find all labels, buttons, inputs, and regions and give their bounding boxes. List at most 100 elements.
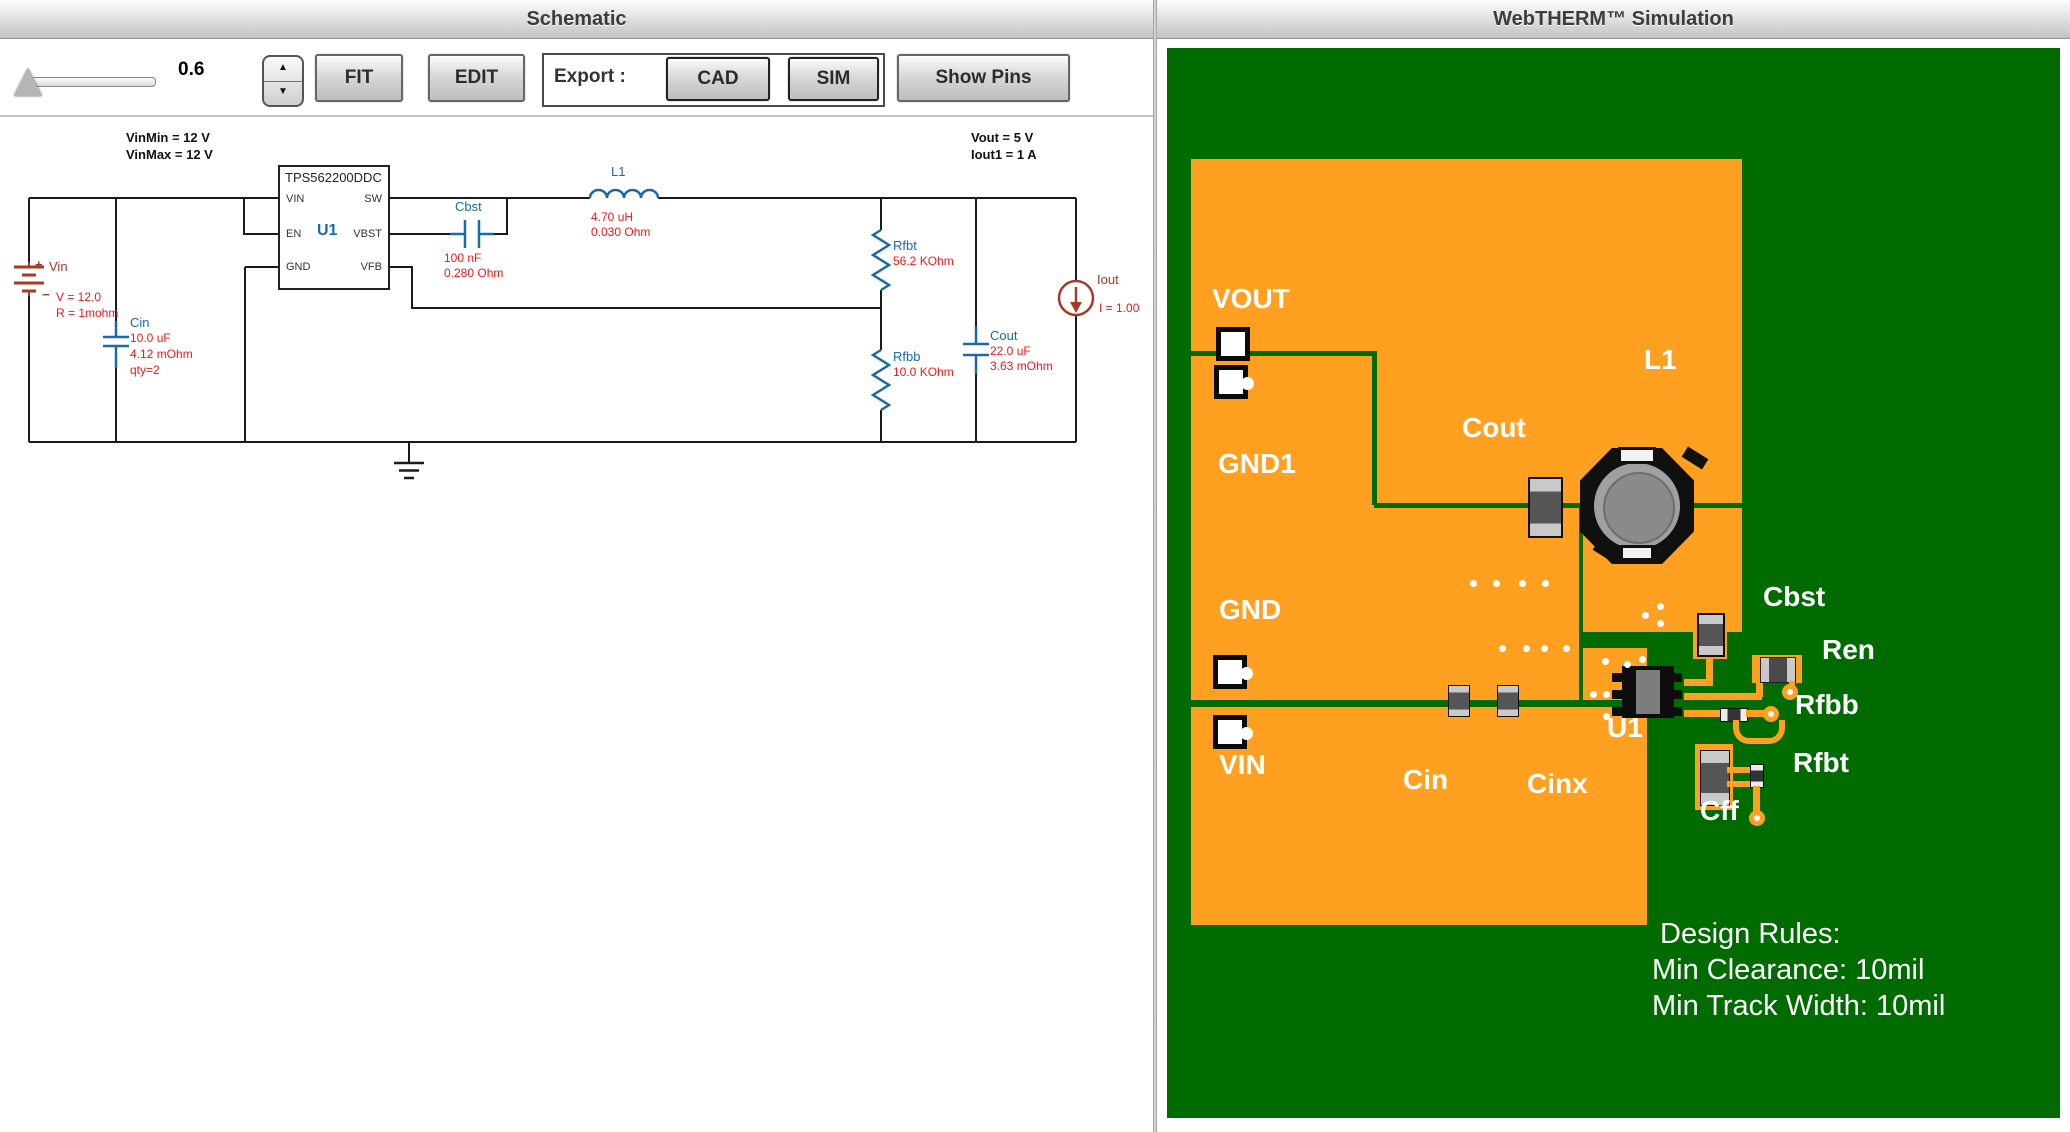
fit-button[interactable]: FIT [315, 54, 403, 102]
l1-name: L1 [611, 164, 626, 179]
schematic-panel-title: Schematic [0, 0, 1153, 39]
pcb-label-gnd: GND [1219, 594, 1282, 625]
u1-part-number: TPS562200DDC [285, 170, 382, 185]
via-dot [1624, 661, 1631, 668]
vin-plus-sign: + [35, 257, 43, 272]
l1-inductor-core [1603, 472, 1675, 544]
pad-drill-bump [1240, 667, 1253, 680]
u1-pin-vbst: VBST [353, 228, 382, 240]
l1-inductance: 4.70 uH [591, 210, 634, 224]
pcb-label-gnd1: GND1 [1218, 448, 1296, 479]
via-dot [1657, 620, 1664, 627]
rfbb-resistance: 10.0 KOhm [893, 365, 954, 379]
u1-pin [1612, 707, 1624, 716]
via-dot [1541, 645, 1548, 652]
webtherm-panel: WebTHERM™ Simulation [1157, 0, 2070, 1132]
via-dot [1519, 580, 1526, 587]
u1-pin-en: EN [286, 228, 302, 240]
u1-refdes: U1 [317, 222, 338, 239]
gnd1-channel [1191, 351, 1377, 356]
via-dot [1523, 645, 1530, 652]
pcb-label-l1: L1 [1644, 344, 1677, 375]
show-pins-button[interactable]: Show Pins [897, 54, 1070, 102]
rfbt-resistance: 56.2 KOhm [893, 254, 954, 268]
via-dot [1493, 580, 1500, 587]
gnd1-channel-vertical [1372, 351, 1377, 505]
copper-pour-vin [1191, 707, 1647, 925]
stepper-up-icon[interactable]: ▲ [264, 57, 302, 82]
cff-component [1700, 750, 1730, 806]
pcb-label-u1: U1 [1607, 712, 1643, 743]
trace-ren-v [1756, 681, 1763, 697]
via-dot [1602, 658, 1609, 665]
sw-channel [1579, 505, 1583, 648]
iout-current: I = 1.00 [1099, 301, 1140, 315]
ren-component [1760, 657, 1796, 683]
zoom-slider-thumb[interactable] [14, 68, 42, 96]
pcb-label-cout: Cout [1462, 412, 1526, 443]
vin-resistance: R = 1mohm [56, 306, 119, 320]
vin-voltage: V = 12.0 [56, 290, 102, 304]
via-dot [1642, 612, 1649, 619]
cbst-capacitance: 100 nF [444, 251, 482, 265]
cin-capacitance: 10.0 uF [130, 331, 171, 345]
pcb-label-ren: Ren [1822, 634, 1875, 665]
trace-cbst [1684, 679, 1713, 686]
pcb-label-cinx: Cinx [1527, 768, 1588, 799]
stepper-down-icon[interactable]: ▼ [278, 86, 288, 97]
u1-pin-sw: SW [364, 193, 382, 205]
edit-button[interactable]: EDIT [428, 54, 525, 102]
pcb-pad-vin [1213, 715, 1253, 749]
vin-minus-sign: − [42, 287, 50, 302]
webtherm-panel-title: WebTHERM™ Simulation [1157, 0, 2070, 39]
rfbt-component [1750, 764, 1764, 788]
pcb-label-rfbb: Rfbb [1795, 689, 1859, 720]
trace-cbst-v [1706, 654, 1713, 682]
u1-pin [1670, 707, 1682, 716]
u1-ic-symbol[interactable]: TPS562200DDC VIN EN GND SW VBST VFB U1 [278, 165, 390, 290]
trace-rfbt-top [1727, 767, 1751, 773]
pcb-label-cin: Cin [1403, 764, 1449, 795]
trace-rfbt-bottom [1727, 781, 1751, 787]
trace-ren [1684, 693, 1762, 700]
u1-pin-gnd: GND [286, 261, 311, 273]
pcb-label-cbst: Cbst [1763, 581, 1826, 612]
via-dot [1563, 645, 1570, 652]
annotation-vinmin: VinMin = 12 V [126, 130, 210, 145]
export-sim-button[interactable]: SIM [788, 57, 879, 101]
trace-rfbb-left [1684, 710, 1722, 717]
zoom-stepper: ▲ ▼ [262, 55, 304, 107]
via-dot [1603, 691, 1610, 698]
via-dot [1470, 580, 1477, 587]
via-dot [1639, 656, 1646, 663]
copper-pour-gnd [1191, 505, 1579, 700]
via-dot [1542, 580, 1549, 587]
rfbb-round-pad [1763, 706, 1779, 722]
pcb-label-vin: VIN [1219, 749, 1266, 780]
via-dot [1590, 691, 1597, 698]
schematic-canvas[interactable] [0, 117, 1153, 1132]
pcb-board[interactable]: VOUT GND1 Cout L1 GND VIN Cin Cinx U1 Cb… [1167, 48, 2060, 1118]
pcb-pad-gnd1 [1214, 365, 1254, 399]
cout-esr: 3.63 mOhm [990, 359, 1053, 373]
rfbb-name: Rfbb [893, 349, 921, 364]
panel-divider[interactable] [1153, 0, 1157, 1132]
u1-pin [1612, 673, 1624, 682]
l1-dcr: 0.030 Ohm [591, 225, 651, 239]
l1-pad-bottom [1620, 545, 1654, 561]
u1-pin [1670, 673, 1682, 682]
annotation-vout: Vout = 5 V [971, 130, 1034, 145]
cinx-component [1497, 685, 1519, 717]
via-dot [1499, 645, 1506, 652]
export-cad-button[interactable]: CAD [666, 57, 770, 101]
zoom-slider-track[interactable] [30, 77, 156, 87]
ren-round-pad [1782, 684, 1798, 700]
schematic-toolbar: 0.6 ▲ ▼ FIT EDIT Export : CAD SIM Show P… [0, 39, 1153, 117]
pcb-pad-gnd [1213, 655, 1253, 689]
pad-drill-bump [1240, 727, 1253, 740]
rfbt-name: Rfbt [893, 238, 917, 253]
cout-name: Cout [990, 328, 1018, 343]
via-dot [1657, 603, 1664, 610]
vin-name: Vin [49, 259, 68, 274]
cin-qty: qty=2 [130, 363, 160, 377]
